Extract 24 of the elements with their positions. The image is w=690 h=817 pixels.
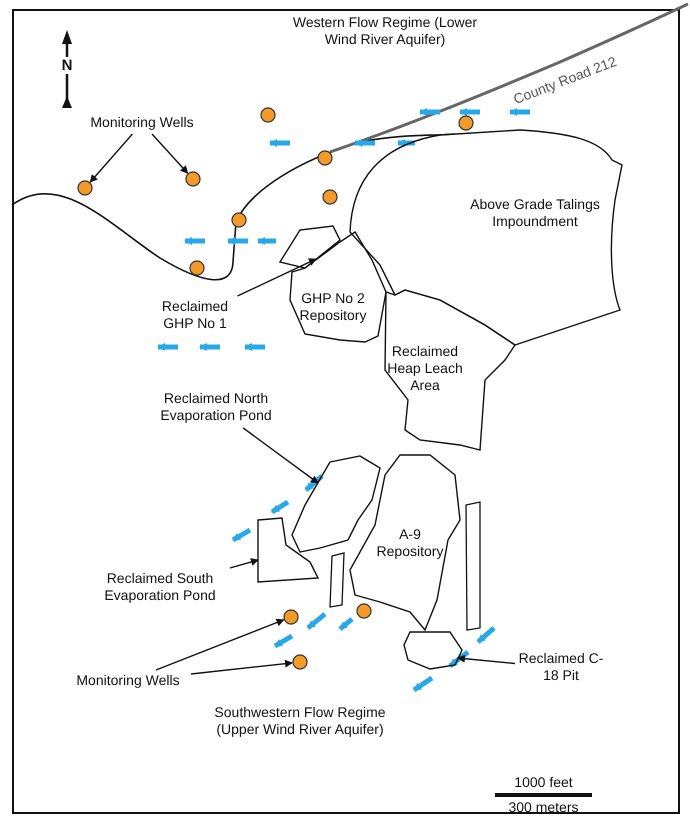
north-label: N <box>60 57 74 74</box>
leader-line <box>457 654 516 664</box>
callout-label: Reclaimed South Evaporation Pond <box>92 570 228 604</box>
leader-line <box>230 558 259 569</box>
leader-line <box>237 258 317 297</box>
callout-label: Reclaimed C-18 Pit <box>518 650 604 684</box>
callout-label: Monitoring Wells <box>68 672 188 689</box>
leader-line <box>90 134 133 183</box>
road-label: County Road 212 <box>510 52 620 110</box>
scale-label: 300 meters <box>507 799 580 816</box>
area-label: Reclaimed Heap Leach Area <box>386 343 464 394</box>
callout-label: Reclaimed GHP No 1 <box>150 298 240 332</box>
leader-line <box>242 427 319 484</box>
callout-label: Monitoring Wells <box>82 114 202 131</box>
area-label: GHP No 2 Repository <box>298 290 368 324</box>
scale-label: 1000 feet <box>513 774 574 791</box>
area-label: A-9 Repository <box>376 526 444 560</box>
region-label: Western Flow Regime (Lower Wind River Aquifer) <box>292 14 478 48</box>
area-label: Above Grade Talings Impoundment <box>469 196 601 230</box>
leader-line <box>151 134 188 174</box>
leader-line <box>156 618 285 671</box>
leader-line <box>190 660 293 675</box>
region-label: Southwestern Flow Regime (Upper Wind River Aquifer) <box>213 704 387 738</box>
callout-label: Reclaimed North Evaporation Pond <box>148 390 284 424</box>
